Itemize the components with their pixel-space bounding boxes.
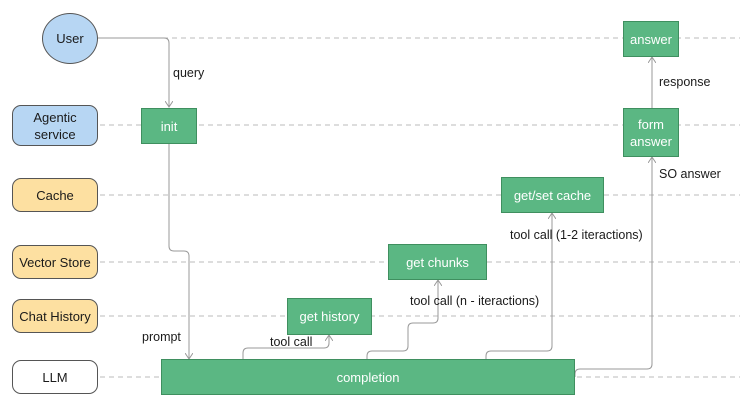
label-response: response <box>659 75 711 89</box>
step-answer: answer <box>623 21 679 57</box>
lane-cache: Cache <box>12 178 98 212</box>
tool-call-cache-arrow <box>485 213 552 359</box>
label-tool-call-1-2-iteractions: tool call (1-2 iteractions) <box>510 228 643 242</box>
tool-call-chunks-arrow <box>366 280 438 359</box>
label-prompt: prompt <box>142 330 181 344</box>
step-get-set-cache: get/set cache <box>501 177 604 213</box>
label-tool-call-n-iteractions: tool call (n - iteractions) <box>410 294 540 308</box>
step-form-answer: form answer <box>623 108 679 157</box>
lane-agentic-service: Agentic service <box>12 105 98 146</box>
lane-chat-history: Chat History <box>12 299 98 333</box>
lane-vector-store: Vector Store <box>12 245 98 279</box>
tool-call-history-arrow <box>242 335 329 359</box>
so-answer-arrow <box>574 157 652 377</box>
label-tool-call: tool call <box>270 335 313 349</box>
step-init: init <box>141 108 197 144</box>
label-so-answer: SO answer <box>659 167 721 181</box>
step-get-chunks: get chunks <box>388 244 487 280</box>
label-query: query <box>173 66 205 80</box>
prompt-arrow <box>168 144 189 359</box>
step-get-history: get history <box>287 298 372 335</box>
lane-user: User <box>42 13 98 64</box>
lane-llm: LLM <box>12 360 98 394</box>
step-completion: completion <box>161 359 575 395</box>
query-arrow <box>98 37 169 107</box>
